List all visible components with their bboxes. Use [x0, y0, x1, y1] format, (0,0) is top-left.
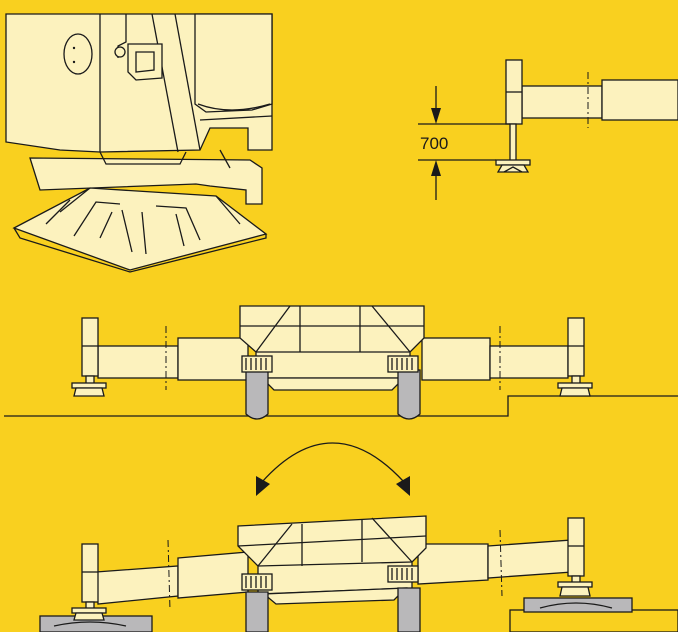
arrow-left-icon [256, 476, 270, 496]
arrow-right-icon [396, 476, 410, 496]
crane-detail-illustration [5, 13, 273, 273]
level-setup-illustration [4, 305, 678, 420]
dimension-detail: 700 [418, 59, 678, 200]
slewing-illustration [39, 442, 678, 632]
dimension-label: 700 [420, 134, 448, 153]
